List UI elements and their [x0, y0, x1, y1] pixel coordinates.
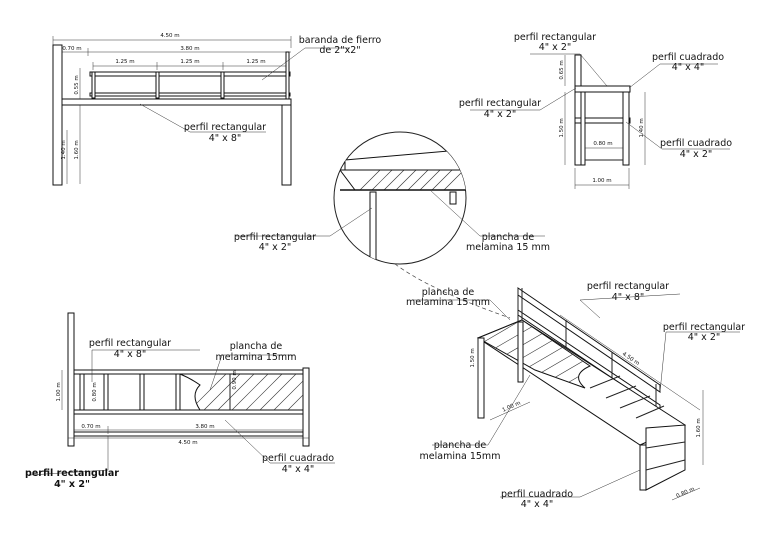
- dim-leg-height-1: 1.40 m: [61, 140, 67, 159]
- iso-square-2: 4" x 4": [521, 499, 554, 510]
- plan-bottom-label-2: 4" x 2": [54, 479, 90, 490]
- side-dim-height: 1.50 m: [559, 118, 565, 137]
- label-railing-1: baranda de fierro: [299, 35, 382, 46]
- dim-leg-height-2: 1.60 m: [74, 140, 80, 159]
- label-profile-1: perfil rectangular: [184, 122, 266, 133]
- plan-profile-label-2: 4" x 8": [114, 349, 147, 360]
- label-railing-2: de 2"x2": [319, 45, 360, 56]
- dim-bay-2: 1.25 m: [180, 59, 199, 65]
- dim-overall-width: 4.50 m: [160, 33, 179, 39]
- iso-plate-top-2: melamina 15 mm: [406, 297, 490, 308]
- detail-view: perfil rectangular 4" x 2" plancha de me…: [234, 131, 550, 319]
- plan-dim-plate: 0.90 m: [232, 370, 238, 389]
- plan-square-label-1: perfil cuadrado: [262, 453, 334, 464]
- dim-left-offset: 0.70 m: [62, 46, 81, 52]
- dim-span: 3.80 m: [180, 46, 199, 52]
- plan-profile-label-1: perfil rectangular: [89, 338, 171, 349]
- plan-view: 1.00 m 0.80 m 0.90 m 0.70 m 3.80 m 4.50 …: [25, 312, 335, 490]
- side-mid-label-2: 4" x 2": [484, 109, 517, 120]
- side-top-label-2: 4" x 2": [539, 42, 572, 53]
- side-dim-back: 0.65 m: [559, 60, 565, 79]
- dim-bay-1: 1.25 m: [115, 59, 134, 65]
- detail-profile-label-1: perfil rectangular: [234, 232, 316, 243]
- plan-dim-total: 4.50 m: [178, 440, 197, 446]
- plan-plate-label-1: plancha de: [230, 341, 283, 352]
- iso-profile-top-1: perfil rectangular: [587, 281, 669, 292]
- detail-plate-label-1: plancha de: [482, 232, 535, 243]
- dim-rail-height: 0.55 m: [74, 75, 80, 94]
- iso-plate-bottom-2: melamina 15mm: [420, 451, 501, 462]
- side-square-label-1: perfil cuadrado: [652, 52, 724, 63]
- plan-bottom-label-1: perfil rectangular: [25, 468, 119, 479]
- side-top-label-1: perfil rectangular: [514, 32, 596, 43]
- side-dim-base: 1.00 m: [592, 178, 611, 184]
- side-square-label-2: 4" x 4": [672, 62, 705, 73]
- iso-dim-total-h: 1.60 m: [696, 418, 702, 437]
- side-square2-label-1: perfil cuadrado: [660, 138, 732, 149]
- plan-dim-span: 3.80 m: [195, 424, 214, 430]
- iso-profile-right-2: 4" x 2": [688, 332, 721, 343]
- iso-dim-height: 1.50 m: [470, 348, 476, 367]
- iso-square-1: perfil cuadrado: [501, 489, 573, 500]
- dim-bay-3: 1.25 m: [246, 59, 265, 65]
- label-profile-2: 4" x 8": [209, 133, 242, 144]
- iso-profile-top-2: 4" x 8": [612, 292, 645, 303]
- side-mid-label-1: perfil rectangular: [459, 98, 541, 109]
- plan-square-label-2: 4" x 4": [282, 464, 315, 475]
- side-view: perfil rectangular 4" x 2" 0.65 m 1.50 m…: [459, 32, 732, 189]
- plan-plate-label-2: melamina 15mm: [216, 352, 297, 363]
- iso-profile-right-1: perfil rectangular: [663, 322, 745, 333]
- iso-dim-width: 0.80 m: [676, 486, 696, 499]
- plan-dim-left: 0.70 m: [81, 424, 100, 430]
- side-dim-right: 1.40 m: [639, 118, 645, 137]
- iso-plate-top-1: plancha de: [422, 287, 475, 298]
- side-dim-inner: 0.80 m: [593, 141, 612, 147]
- plan-dim-inner: 0.80 m: [92, 382, 98, 401]
- side-square2-label-2: 4" x 2": [680, 149, 713, 160]
- front-view: 4.50 m 0.70 m 3.80 m 1.25 m 1.25 m 1.25 …: [52, 33, 382, 186]
- detail-plate-label-2: melamina 15 mm: [466, 242, 550, 253]
- plan-dim-depth: 1.00 m: [56, 382, 62, 401]
- iso-plate-bottom-1: plancha de: [434, 440, 487, 451]
- detail-profile-label-2: 4" x 2": [259, 242, 292, 253]
- iso-dim-depth: 1.00 m: [502, 400, 522, 413]
- isometric-view: 4.50 m 1.50 m 1.00 m 1.60 m 0.80 m planc…: [406, 281, 745, 510]
